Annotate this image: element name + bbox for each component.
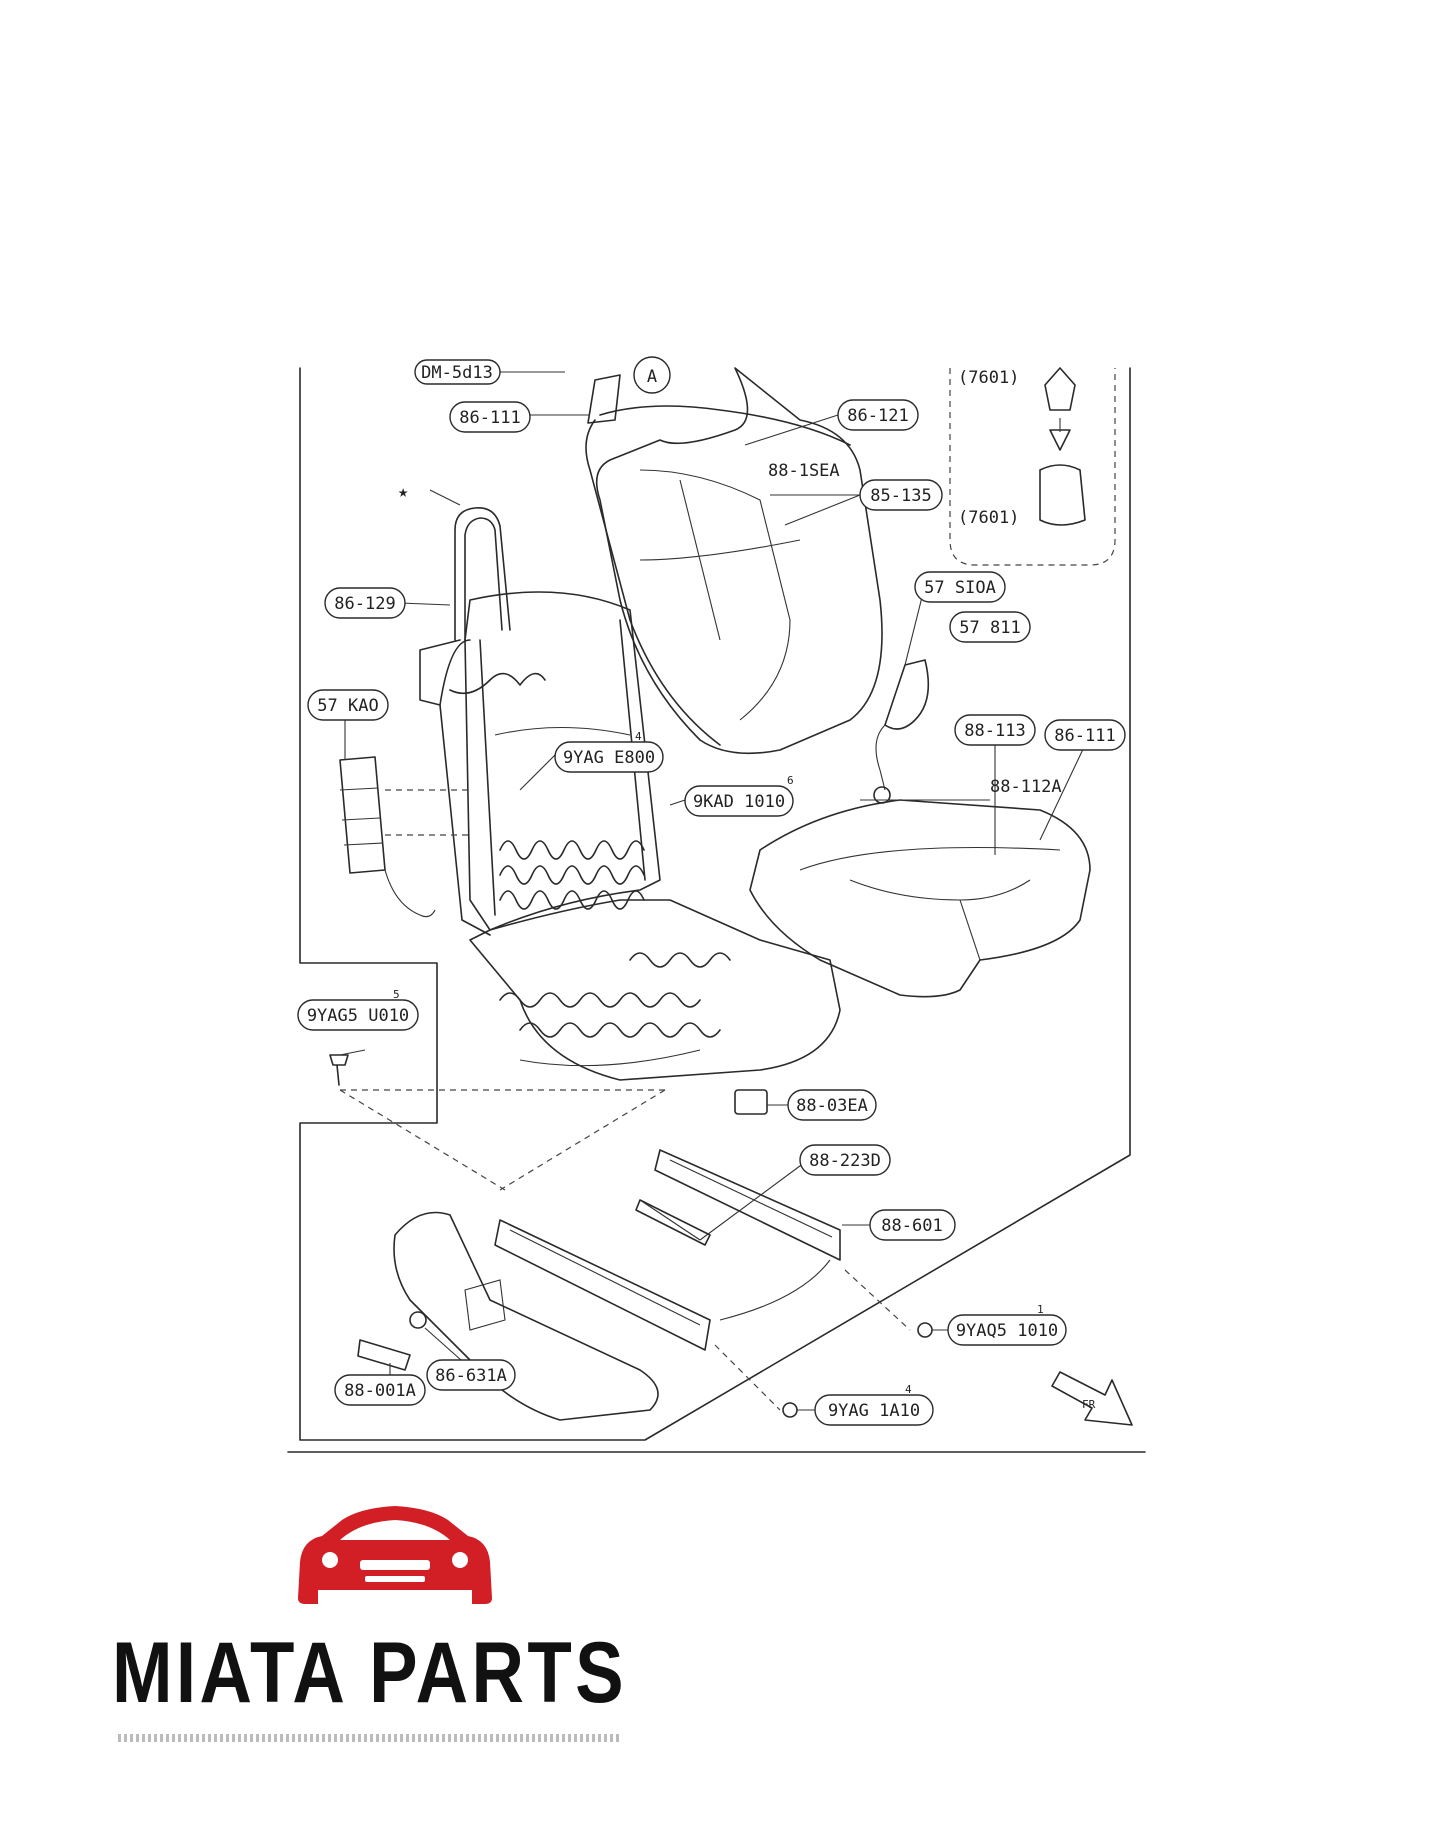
callout-88-113: 88-113 — [954, 714, 1036, 746]
callout-57-kao: 57 KAO — [307, 689, 389, 721]
callout-9kad-1010: 9KAD 1010 6 — [684, 774, 794, 817]
miata-parts-logo-text: MIATA PARTS — [112, 1625, 627, 1721]
svg-text:★: ★ — [398, 482, 408, 502]
seat-belt-buckle — [873, 659, 930, 804]
side-airbag-module — [339, 756, 436, 918]
callout-star: ★ — [398, 482, 408, 502]
callout-86-129: 86-129 — [324, 587, 406, 619]
callout-circle-a: A — [633, 356, 671, 394]
side-shield-cover — [393, 1211, 659, 1421]
small-module-88-03ea — [734, 1089, 768, 1115]
headrest-frame — [454, 507, 511, 641]
svg-text:88-113: 88-113 — [964, 721, 1025, 741]
svg-text:85-135: 85-135 — [870, 486, 931, 506]
svg-text:DM-5d13: DM-5d13 — [421, 363, 493, 383]
callout-57-sioa: 57 SIOA — [914, 571, 1006, 603]
callout-86-121: 86-121 — [837, 399, 919, 431]
callout-88-03ea: 88-03EA — [787, 1089, 877, 1121]
callout-9yaq5-1010: 9YAQ5 1010 1 — [947, 1303, 1067, 1346]
callout-88-1sea: 88-1SEA — [768, 461, 840, 481]
miata-car-logo-icon — [298, 1506, 492, 1604]
upper-clip-parts — [587, 367, 1086, 526]
callout-57-811: 57 811 — [949, 611, 1031, 643]
svg-text:A: A — [647, 367, 657, 387]
front-direction-arrow: FR — [1051, 1371, 1133, 1426]
svg-text:(7601): (7601) — [958, 508, 1019, 528]
svg-text:4: 4 — [905, 1383, 912, 1396]
svg-text:88-223D: 88-223D — [809, 1151, 881, 1171]
callout-88-112a: 88-112A — [990, 777, 1062, 797]
bolt-9yag-1a — [782, 1402, 798, 1418]
callout-9yag-e800: 9YAG E800 4 — [554, 730, 664, 773]
callout-85-135: 85-135 — [859, 479, 943, 511]
bolt-9yag5 — [329, 1054, 349, 1086]
seat-rail-left — [494, 1219, 711, 1351]
seat-cushion-pad — [749, 799, 1091, 998]
svg-text:9YAG5 U010: 9YAG5 U010 — [307, 1006, 409, 1026]
svg-text:9KAD 1010: 9KAD 1010 — [693, 792, 785, 812]
svg-text:57 811: 57 811 — [959, 618, 1020, 638]
svg-text:FR: FR — [1082, 1398, 1096, 1411]
svg-text:86-129: 86-129 — [334, 594, 395, 614]
svg-text:88-112A: 88-112A — [990, 777, 1062, 797]
svg-text:9YAQ5 1010: 9YAQ5 1010 — [956, 1321, 1058, 1341]
callout-7601-top: (7601) — [958, 368, 1019, 388]
dashed-leaders — [339, 789, 911, 1411]
seat-rail-right — [639, 1149, 841, 1321]
svg-text:1: 1 — [1037, 1303, 1044, 1316]
svg-text:88-601: 88-601 — [881, 1216, 942, 1236]
svg-text:86-631A: 86-631A — [435, 1366, 507, 1386]
callout-88-001a: 88-001A — [334, 1374, 426, 1406]
svg-text:(7601): (7601) — [958, 368, 1019, 388]
svg-text:88-001A: 88-001A — [344, 1381, 416, 1401]
callout-86-631a: 86-631A — [426, 1359, 516, 1391]
callout-dm-5d13: DM-5d13 — [414, 359, 501, 385]
callout-88-223d: 88-223D — [799, 1144, 891, 1176]
svg-text:88-1SEA: 88-1SEA — [768, 461, 840, 481]
svg-text:9YAG E800: 9YAG E800 — [563, 748, 655, 768]
svg-text:6: 6 — [787, 774, 794, 787]
callout-86-111-right: 86-111 — [1044, 719, 1126, 751]
svg-text:MIATA PARTS: MIATA PARTS — [112, 1625, 627, 1721]
svg-text:86-111: 86-111 — [459, 408, 520, 428]
svg-text:5: 5 — [393, 988, 400, 1001]
svg-text:86-121: 86-121 — [847, 406, 908, 426]
callout-9yag5-u010: 9YAG5 U010 5 — [297, 988, 419, 1031]
callout-leaders — [339, 371, 1086, 1411]
callout-9yag-1a10: 9YAG 1A10 4 — [814, 1383, 934, 1426]
svg-text:4: 4 — [635, 730, 642, 743]
bolt-9yaq5 — [917, 1322, 933, 1338]
svg-text:57 SIOA: 57 SIOA — [924, 578, 996, 598]
harness-strap — [635, 1199, 711, 1246]
svg-text:88-03EA: 88-03EA — [796, 1096, 868, 1116]
svg-text:57 KAO: 57 KAO — [317, 696, 378, 716]
callout-86-111-top: 86-111 — [449, 401, 531, 433]
svg-text:86-111: 86-111 — [1054, 726, 1115, 746]
seat-cushion-frame — [469, 899, 841, 1081]
svg-text:9YAG 1A10: 9YAG 1A10 — [828, 1401, 920, 1421]
back-wave-springs — [449, 672, 645, 910]
switch-knob-part — [357, 1339, 411, 1371]
callout-7601-bottom: (7601) — [958, 508, 1019, 528]
seat-back-cushion — [585, 367, 883, 755]
push-clip-86-631a — [409, 1311, 427, 1329]
callout-88-601: 88-601 — [869, 1209, 956, 1241]
diagram-frame — [287, 367, 1146, 1453]
